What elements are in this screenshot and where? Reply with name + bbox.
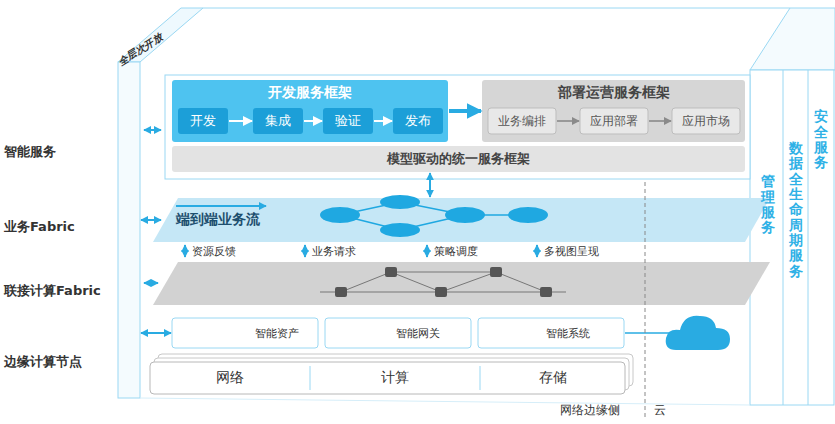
process-box: 业务编排 — [488, 108, 556, 134]
framework-bar: 模型驱动的统一服务框架 — [172, 146, 745, 172]
node-text: 计算 — [381, 369, 409, 387]
node-text: 验证 — [335, 112, 361, 130]
box-fill — [172, 318, 318, 348]
connector-arrow — [429, 173, 431, 197]
framework-box: 开发服务框架开发 集成 验证 发布 — [172, 80, 448, 142]
layer-label: 业务请求 — [312, 244, 356, 259]
process-box: 验证 — [323, 108, 373, 134]
service-column: 数据全生命周期服务 — [784, 110, 807, 310]
box-fill — [488, 108, 556, 134]
layer-label: 业务Fabric — [4, 218, 75, 236]
open-panel: 全层次开放 — [118, 62, 140, 398]
node-text: 全层次开放 — [116, 31, 166, 69]
node-text: 业务编排 — [498, 113, 546, 130]
layer-label: 云 — [654, 402, 666, 419]
layer-label: 边缘计算节点 — [4, 353, 82, 371]
connector-arrow — [649, 120, 671, 122]
resource-cell: 存储 — [480, 362, 625, 394]
box-fill — [253, 108, 303, 134]
connector-arrow — [229, 120, 252, 122]
connector-arrow — [141, 219, 161, 221]
layer-label: 智能服务 — [4, 143, 56, 161]
resource-cell: 计算 — [310, 362, 480, 394]
box-fill — [482, 80, 745, 142]
service-column: 管理服务 — [756, 150, 780, 260]
node-text: 应用市场 — [682, 113, 730, 130]
node-text: 集成 — [265, 112, 291, 130]
layer-label: 资源反馈 — [192, 244, 236, 259]
node-text: 开发服务框架 — [268, 84, 352, 102]
service-column: 安全服务 — [809, 95, 833, 185]
layer-label: 策略调度 — [434, 244, 478, 259]
node-text: 智能网关 — [396, 326, 440, 341]
node-text: 安全服务 — [814, 109, 828, 171]
process-box: 应用部署 — [580, 108, 648, 134]
box-fill — [393, 108, 443, 134]
box-fill — [323, 108, 373, 134]
device-box: 智能资产 — [172, 318, 318, 348]
layer-label: 网络边缘侧 — [560, 402, 620, 419]
layer-label: 多视图呈现 — [544, 244, 599, 259]
connector-arrow — [141, 332, 171, 334]
fabric-band: 端到端业务流 — [162, 198, 762, 242]
box-fill — [478, 318, 624, 348]
node-text: 存储 — [539, 369, 567, 387]
box-fill — [580, 108, 648, 134]
connector-arrow — [557, 120, 579, 122]
box-fill — [325, 318, 471, 348]
process-box: 集成 — [253, 108, 303, 134]
layer-label: 联接计算Fabric — [4, 282, 101, 300]
box-fill — [178, 108, 228, 134]
node-text: 管理服务 — [761, 174, 775, 236]
connector-arrow — [304, 120, 322, 122]
box-fill — [172, 80, 448, 142]
node-text: 部署运营服务框架 — [558, 84, 670, 102]
node-text: 模型驱动的统一服务框架 — [387, 150, 530, 168]
node-text: 智能资产 — [255, 326, 299, 341]
node-text: 数据全生命周期服务 — [789, 141, 803, 280]
node-text: 应用部署 — [590, 113, 638, 130]
node-text: 网络 — [216, 369, 244, 387]
node-text: 智能系统 — [546, 326, 590, 341]
box-fill — [672, 108, 740, 134]
device-box: 智能系统 — [478, 318, 624, 348]
node-text: 开发 — [190, 112, 216, 130]
process-box: 开发 — [178, 108, 228, 134]
node-text: 发布 — [405, 112, 431, 130]
node-text: 端到端业务流 — [176, 211, 260, 229]
process-box: 发布 — [393, 108, 443, 134]
connector-arrow — [374, 120, 392, 122]
resource-cell: 网络 — [150, 362, 310, 394]
device-box: 智能网关 — [325, 318, 471, 348]
box-fill — [172, 146, 745, 172]
connector-arrow — [449, 109, 481, 113]
framework-box: 部署运营服务框架业务编排 应用部署 应用市场 — [482, 80, 745, 142]
process-box: 应用市场 — [672, 108, 740, 134]
